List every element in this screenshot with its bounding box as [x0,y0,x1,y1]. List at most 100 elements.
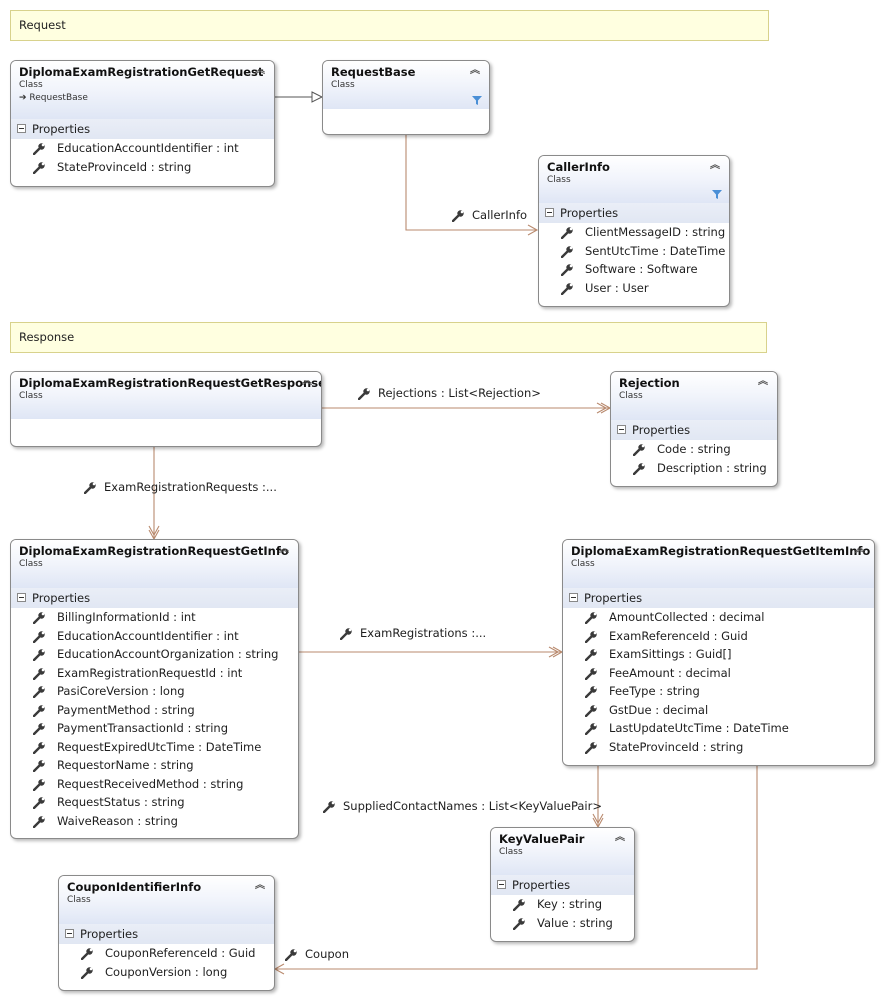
property-text: User : User [585,280,649,295]
property-row[interactable]: ExamReferenceId : Guid [563,627,874,646]
association-label-rejections[interactable]: Rejections : List<Rejection> [358,386,541,400]
property-row[interactable]: PaymentMethod : string [11,701,298,720]
class-diplomaexamregistrationrequestgetiteminfo[interactable]: DiplomaExamRegistrationRequestGetItemInf… [562,539,875,766]
wrench-icon [561,264,573,276]
collapse-icon[interactable]: ︽ [279,544,289,555]
property-row[interactable]: ClientMessageID : string [539,223,729,242]
property-row[interactable]: ExamRegistrationRequestId : int [11,664,298,683]
class-diplomaexamregistrationgetrequest[interactable]: DiplomaExamRegistrationGetRequest Class … [10,60,275,187]
collapse-icon[interactable]: ︽ [758,376,768,387]
properties-section-header[interactable]: Properties [491,875,634,895]
collapse-section-icon[interactable] [17,593,26,602]
wrench-icon [633,444,645,456]
wrench-icon [33,686,45,698]
property-row[interactable]: EducationAccountOrganization : string [11,645,298,664]
collapse-section-icon[interactable] [545,208,554,217]
property-row[interactable]: WaiveReason : string [11,812,298,831]
collapse-icon[interactable]: ︽ [710,160,720,171]
property-text: ClientMessageID : string [585,225,726,239]
property-row[interactable]: StateProvinceId : string [11,158,274,177]
property-row[interactable]: User : User [539,279,729,298]
class-name: DiplomaExamRegistrationRequestGetRespons… [19,376,322,390]
property-row[interactable]: EducationAccountIdentifier : int [11,627,298,646]
properties-section-header[interactable]: Properties [11,119,274,139]
class-diplomaexamregistrationrequestgetinfo[interactable]: DiplomaExamRegistrationRequestGetInfo Cl… [10,539,299,839]
class-requestbase[interactable]: RequestBase Class ︽ [322,60,490,135]
collapse-section-icon[interactable] [497,880,506,889]
property-text: WaiveReason : string [57,813,178,828]
collapse-icon[interactable]: ︽ [855,544,865,555]
properties-section-header[interactable]: Properties [11,588,298,608]
property-row[interactable]: SentUtcTime : DateTime [539,242,729,261]
property-row[interactable]: RequestExpiredUtcTime : DateTime [11,738,298,757]
collapse-icon[interactable]: ︽ [470,65,480,76]
property-row[interactable]: AmountCollected : decimal [563,608,874,627]
properties-section-header[interactable]: Properties [539,203,729,223]
property-row[interactable]: LastUpdateUtcTime : DateTime [563,719,874,738]
class-name: CallerInfo [547,160,610,174]
property-row[interactable]: Key : string [491,895,634,914]
class-callerinfo[interactable]: CallerInfo Class ︽ Properties ClientMess… [538,155,730,307]
wrench-icon [81,966,93,979]
property-row[interactable]: FeeType : string [563,682,874,701]
section-label: Properties [632,423,691,437]
property-row[interactable]: ExamSittings : Guid[] [563,645,874,664]
property-row[interactable]: StateProvinceId : string [563,738,874,757]
property-row[interactable]: RequestStatus : string [11,793,298,812]
class-diplomaexamregistrationrequestgetresponse[interactable]: DiplomaExamRegistrationRequestGetRespons… [10,371,322,447]
property-row[interactable]: GstDue : decimal [563,701,874,720]
property-text: CouponVersion : long [105,964,228,979]
class-name: DiplomaExamRegistrationGetRequest [19,65,264,79]
wrench-icon [585,704,597,717]
collapse-section-icon[interactable] [65,929,74,938]
property-row[interactable]: Software : Software [539,260,729,279]
filter-icon[interactable] [472,96,482,105]
collapse-section-icon[interactable] [569,593,578,602]
collapse-icon[interactable]: ︽ [615,832,625,843]
property-row[interactable]: PaymentTransactionId : string [11,719,298,738]
wrench-icon [33,778,45,791]
property-row[interactable]: BillingInformationId : int [11,608,298,627]
collapse-icon[interactable]: ︽ [302,376,312,387]
wrench-icon [33,741,45,754]
property-row[interactable]: Value : string [491,914,634,933]
wrench-icon [358,388,370,400]
property-text: ExamReferenceId : Guid [609,628,748,643]
property-row[interactable]: CouponReferenceId : Guid [59,944,274,963]
collapse-section-icon[interactable] [617,425,626,434]
class-couponidentifierinfo[interactable]: CouponIdentifierInfo Class ︽ Properties … [58,875,275,991]
collapse-section-icon[interactable] [17,124,26,133]
property-row[interactable]: RequestReceivedMethod : string [11,775,298,794]
response-note: Response [10,322,767,353]
property-row[interactable]: EducationAccountIdentifier : int [11,139,274,158]
collapse-icon[interactable]: ︽ [255,65,265,76]
properties-section-header[interactable]: Properties [59,924,274,944]
properties-section-header[interactable]: Properties [611,420,777,440]
filter-icon[interactable] [712,190,722,199]
wrench-icon [513,899,525,911]
wrench-icon [33,723,45,735]
property-row[interactable]: FeeAmount : decimal [563,664,874,683]
wrench-icon [84,482,96,494]
association-label-examregistrationrequests[interactable]: ExamRegistrationRequests :... [84,480,277,494]
property-row[interactable]: RequestorName : string [11,756,298,775]
association-label-callerinfo[interactable]: CallerInfo [452,208,527,222]
association-label-suppliedcontactnames[interactable]: SuppliedContactNames : List<KeyValuePair… [323,799,602,813]
wrench-icon [585,630,597,643]
wrench-icon [633,462,645,475]
property-row[interactable]: Code : string [611,440,777,459]
callerinfo-association-line [405,135,539,236]
property-text: Code : string [657,442,731,456]
collapse-icon[interactable]: ︽ [255,880,265,891]
property-text: FeeType : string [609,684,700,698]
property-row[interactable]: PasiCoreVersion : long [11,682,298,701]
properties-section-header[interactable]: Properties [563,588,874,608]
property-row[interactable]: CouponVersion : long [59,963,274,982]
class-rejection[interactable]: Rejection Class ︽ Properties Code : stri… [610,371,778,487]
association-label-examregistrations[interactable]: ExamRegistrations :... [340,626,486,640]
property-row[interactable]: Description : string [611,459,777,478]
class-keyvaluepair[interactable]: KeyValuePair Class ︽ Properties Key : st… [490,827,635,942]
association-label-coupon[interactable]: Coupon [285,947,349,961]
